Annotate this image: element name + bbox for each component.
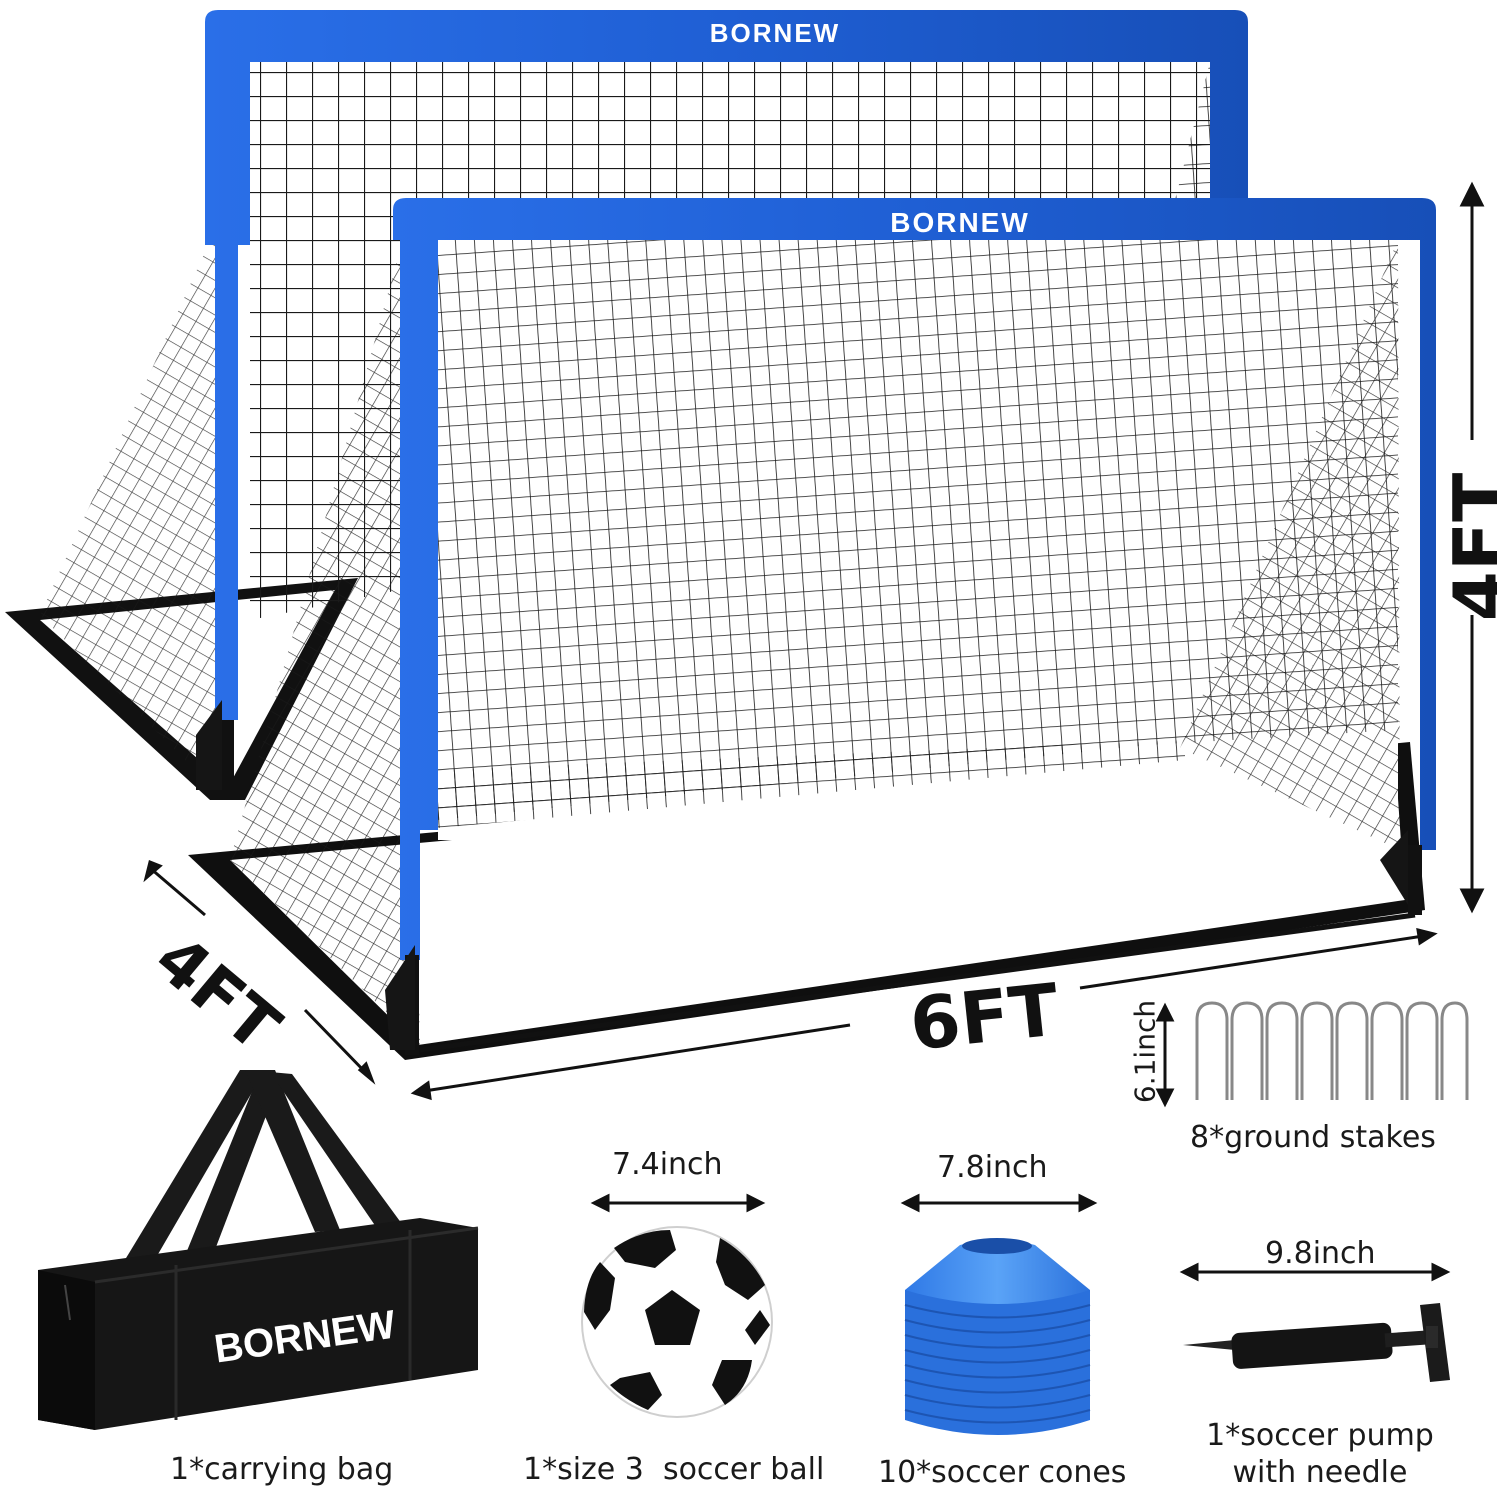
soccer-cones <box>904 1238 1091 1435</box>
cones-label: 10*soccer cones <box>878 1455 1127 1490</box>
carrying-bag: BORNEW <box>38 1070 479 1430</box>
height-arrow <box>1459 181 1485 914</box>
width-arrow <box>410 927 1438 1101</box>
width-label: 6FT <box>906 967 1063 1067</box>
ball-arrow <box>590 1193 766 1213</box>
pump-arrow <box>1179 1262 1451 1282</box>
ball-size-label: 7.4inch <box>612 1147 723 1182</box>
front-goal-brand: BORNEW <box>890 207 1030 238</box>
pump-label-line1: 1*soccer pump <box>1206 1418 1434 1453</box>
ground-stakes <box>1195 1001 1469 1100</box>
cones-arrow <box>900 1193 1098 1213</box>
ball-label: 1*size 3 soccer ball <box>523 1452 825 1487</box>
bag-label: 1*carrying bag <box>170 1452 394 1487</box>
front-goal: BORNEW <box>188 198 1436 1060</box>
soccer-ball <box>581 1226 773 1418</box>
stakes-arrow <box>1155 1002 1175 1108</box>
soccer-pump <box>1183 1303 1450 1382</box>
pump-label-line2: with needle <box>1232 1455 1408 1490</box>
stakes-size-label: 6.1inch <box>1128 999 1162 1104</box>
stakes-label: 8*ground stakes <box>1190 1120 1436 1155</box>
height-label: 4FT <box>1438 472 1497 622</box>
depth-arrow <box>143 859 376 1085</box>
cones-size-label: 7.8inch <box>937 1150 1048 1185</box>
back-goal-brand: BORNEW <box>710 18 840 48</box>
pump-size-label: 9.8inch <box>1265 1236 1376 1271</box>
